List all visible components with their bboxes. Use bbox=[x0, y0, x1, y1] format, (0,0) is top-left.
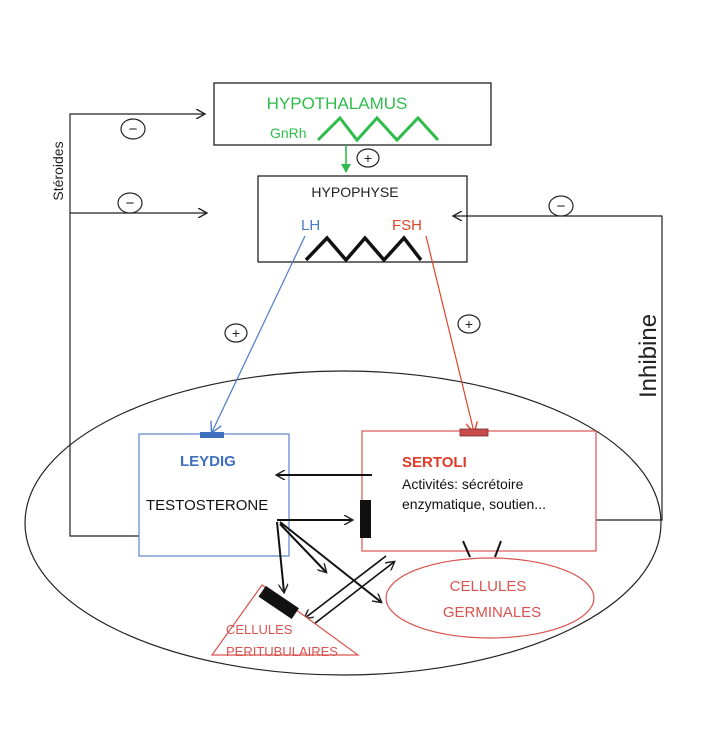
svg-text:−: − bbox=[126, 195, 135, 212]
sertoli-peritubulaires-line1 bbox=[305, 555, 387, 618]
minus-sign-steroides-hypothalamus: − bbox=[120, 118, 146, 140]
gnrh-pulse-wave bbox=[316, 115, 440, 143]
leydig-label: LEYDIG bbox=[180, 453, 236, 470]
germinales-line1: CELLULES bbox=[450, 578, 527, 595]
peritubulaires-line2: PERITUBULAIRES bbox=[226, 644, 338, 659]
hypophyse-box: HYPOPHYSE LH FSH bbox=[257, 175, 468, 263]
sertoli-box: SERTOLI Activités: sécrétoire enzymatiqu… bbox=[360, 428, 597, 552]
svg-text:+: + bbox=[364, 150, 372, 166]
minus-sign-steroides-hypophyse: − bbox=[117, 192, 143, 214]
lh-label: LH bbox=[301, 217, 320, 234]
leydig-receptor bbox=[200, 432, 224, 438]
svg-text:−: − bbox=[129, 121, 138, 138]
cellules-germinales: CELLULES GERMINALES bbox=[385, 557, 595, 639]
plus-sign-gnrh: + bbox=[356, 148, 380, 168]
testosterone-to-peritubulaires-arrow bbox=[276, 521, 284, 592]
peritubulaires-receptor bbox=[258, 585, 299, 619]
hypophyse-label: HYPOPHYSE bbox=[311, 184, 398, 200]
inhibine-label: Inhibine bbox=[635, 314, 662, 398]
testosterone-to-germinales-arrow bbox=[279, 521, 381, 602]
sertoli-receptor bbox=[459, 428, 489, 437]
svg-text:+: + bbox=[465, 316, 473, 332]
testosterone-label: TESTOSTERONE bbox=[146, 497, 268, 514]
leydig-box: LEYDIG TESTOSTERONE bbox=[138, 432, 290, 557]
fsh-label: FSH bbox=[392, 217, 422, 234]
sertoli-label: SERTOLI bbox=[402, 454, 467, 471]
svg-text:−: − bbox=[557, 198, 566, 215]
germinales-line2: GERMINALES bbox=[443, 604, 541, 621]
sertoli-activities-line2: enzymatique, soutien... bbox=[402, 496, 546, 512]
sertoli-peritubulaires-line2 bbox=[313, 562, 394, 625]
hypothalamus-box: HYPOTHALAMUS GnRh bbox=[213, 82, 492, 146]
steroides-label: Stéroides bbox=[50, 141, 66, 200]
gnrh-label: GnRh bbox=[270, 125, 307, 141]
sertoli-germinales-tick1 bbox=[462, 540, 471, 558]
peritubulaires-line1: CELLULES bbox=[226, 622, 293, 637]
sertoli-germinales-tick2 bbox=[494, 540, 502, 558]
sertoli-androgen-receptor bbox=[360, 500, 371, 538]
minus-sign-inhibine: − bbox=[548, 195, 574, 217]
hypophyse-pulse-wave bbox=[304, 235, 423, 263]
testis-ellipse bbox=[24, 370, 662, 676]
fsh-arrow bbox=[425, 235, 474, 432]
cellules-peritubulaires: CELLULES PERITUBULAIRES bbox=[210, 584, 360, 659]
sertoli-activities-line1: Activités: sécrétoire bbox=[402, 476, 524, 492]
plus-sign-fsh: + bbox=[457, 314, 481, 334]
svg-text:+: + bbox=[232, 325, 240, 341]
lh-arrow bbox=[212, 235, 306, 432]
plus-sign-lh: + bbox=[224, 323, 248, 343]
testosterone-to-peritubulaires-arrow2 bbox=[279, 523, 326, 572]
hypothalamus-label: HYPOTHALAMUS bbox=[267, 94, 408, 113]
